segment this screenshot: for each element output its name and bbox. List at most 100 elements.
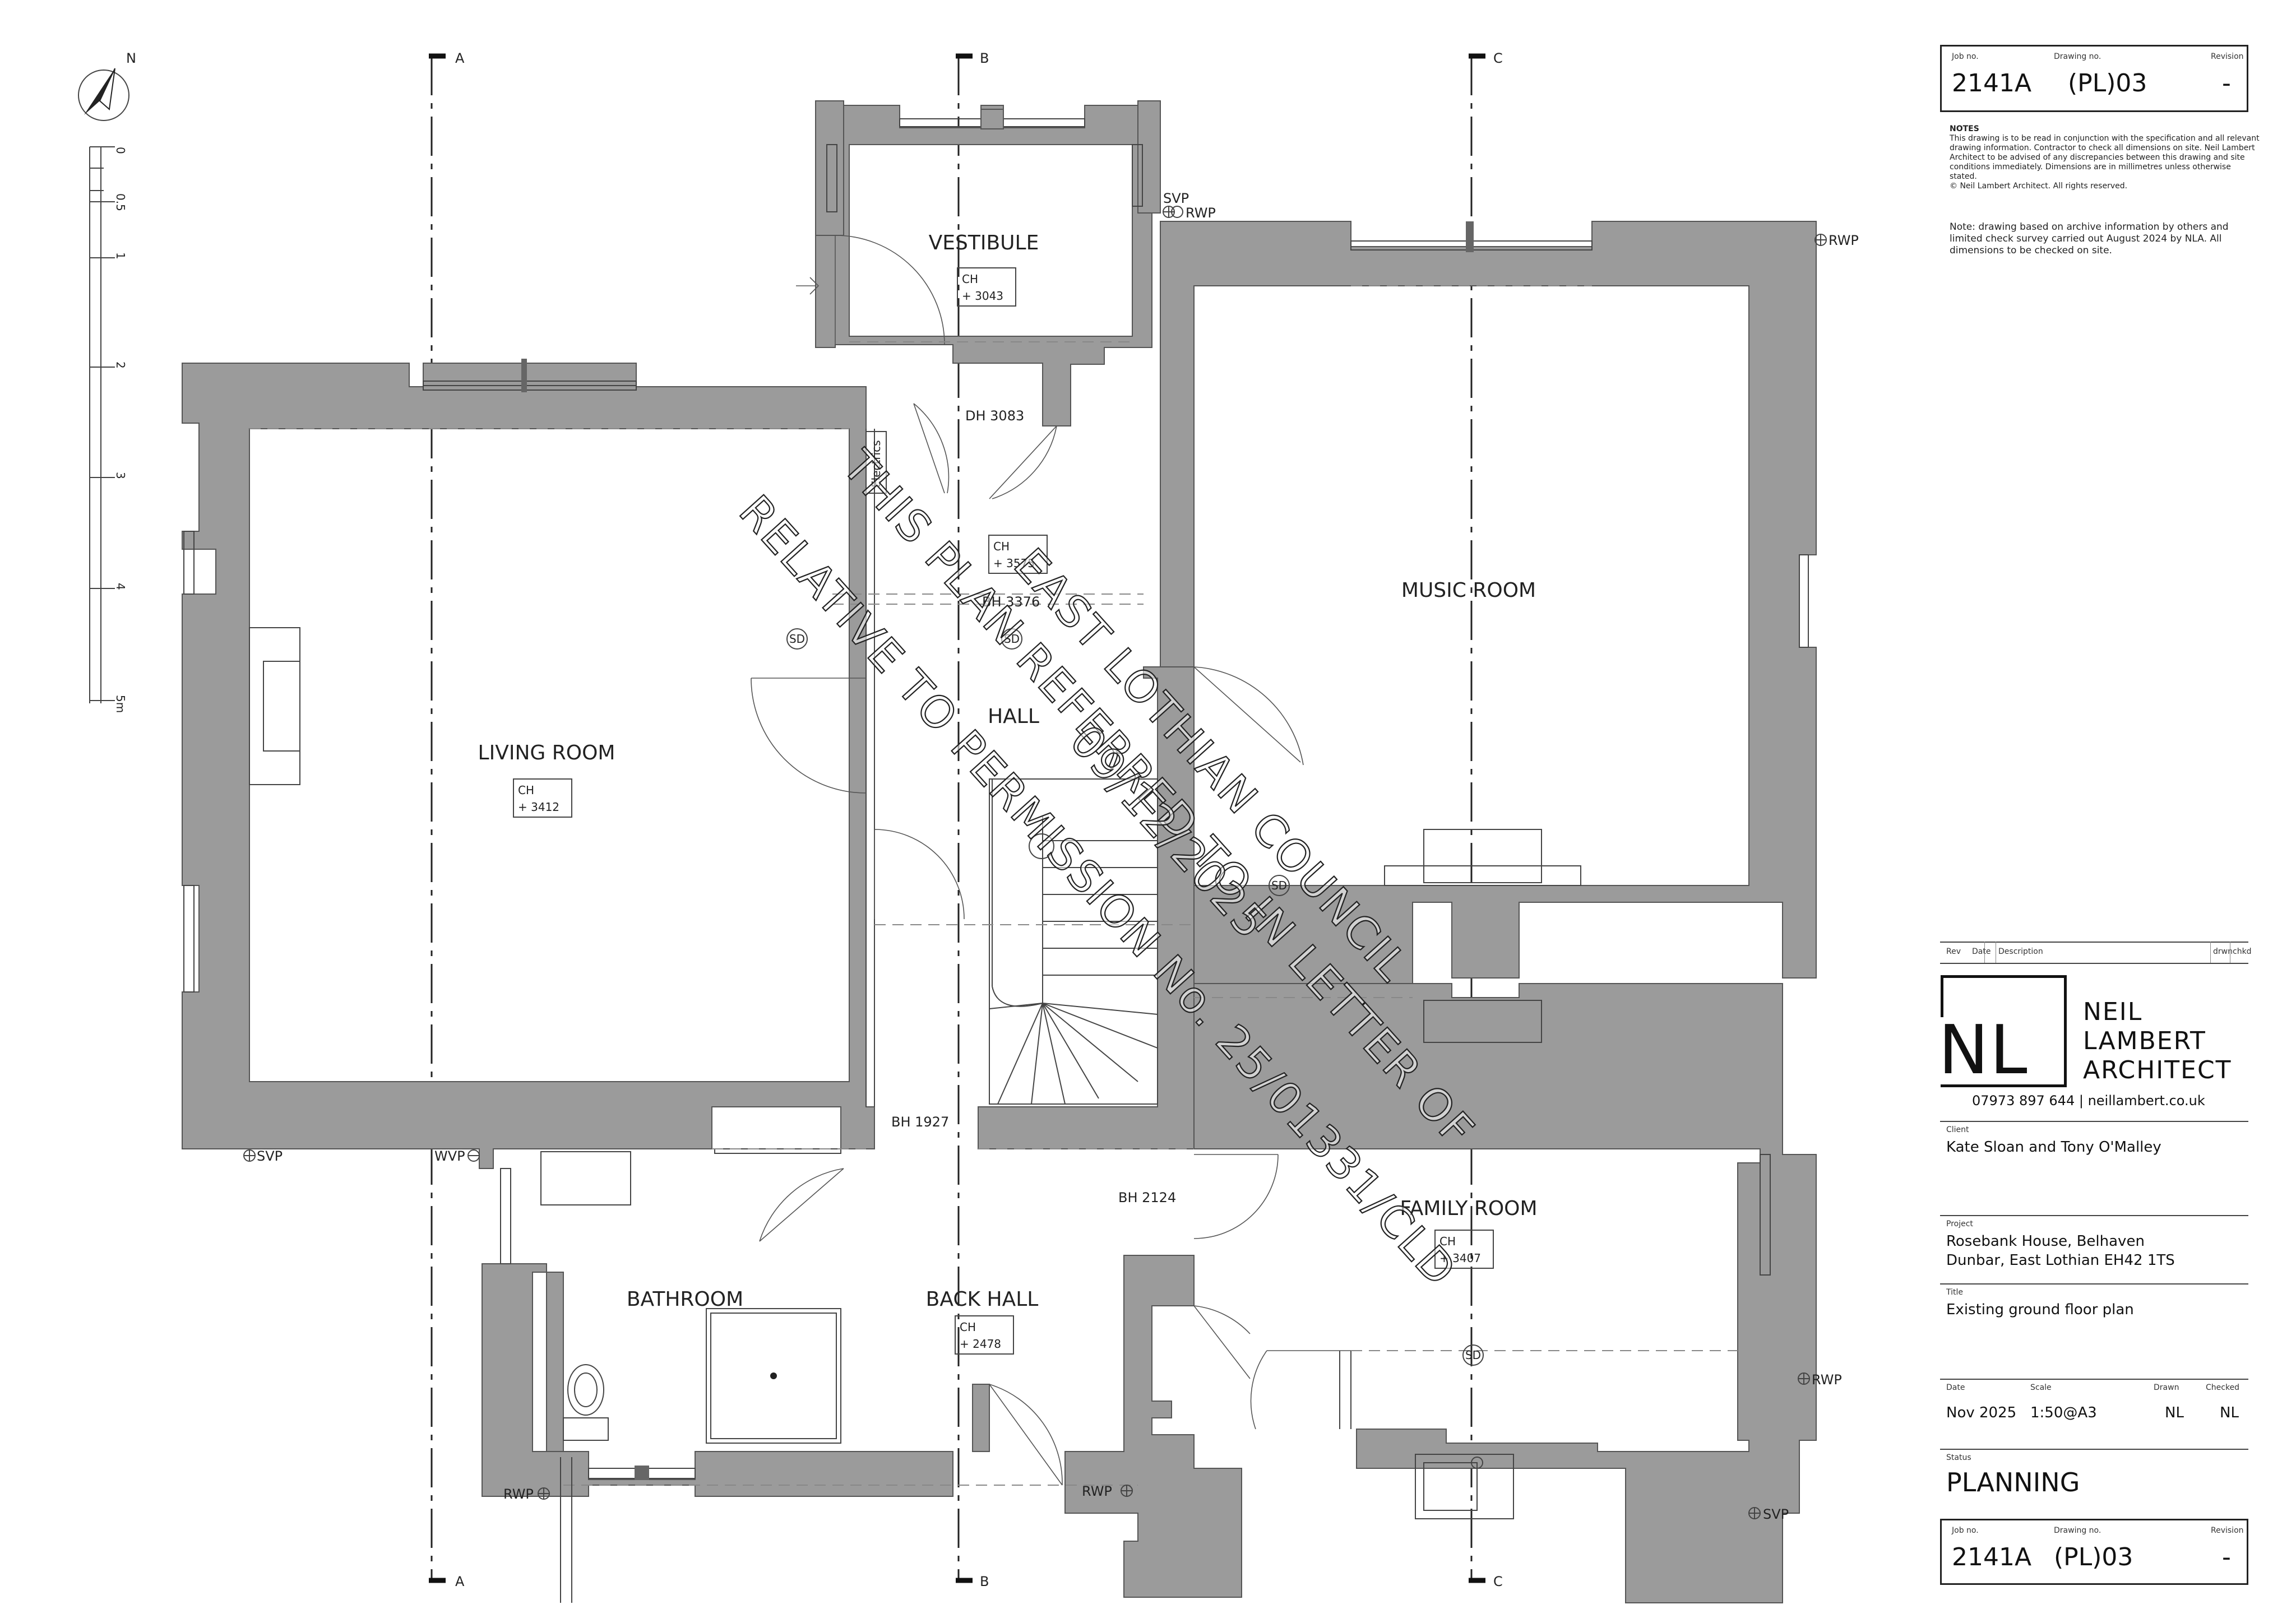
room-label-back-hall: BACK HALL [926, 1288, 1039, 1311]
client-label: Client [1946, 1125, 1969, 1134]
logo-initials: NL [1935, 1017, 2032, 1084]
electrics-label: Electrics [869, 440, 883, 488]
beam-height-family-label: BH 2124 [1118, 1190, 1176, 1205]
svg-text:RWP: RWP [503, 1486, 534, 1502]
smoke-detector-icon: SD [1269, 875, 1290, 896]
svp-marker: SVP [1748, 1506, 1789, 1522]
room-label-living-room: LIVING ROOM [478, 741, 615, 764]
issue-date: Nov 2025 [1946, 1404, 2017, 1421]
rwp-marker: RWP [1171, 205, 1216, 221]
smoke-detector-icon: SD [786, 628, 808, 650]
scale-2: 2 [114, 361, 127, 369]
drawing-no: (PL)03 [2068, 69, 2147, 98]
head-lines [249, 285, 1738, 1603]
checked-by: NL [2220, 1404, 2239, 1421]
svg-text:SVP: SVP [1163, 191, 1189, 206]
drawing-status: PLANNING [1946, 1467, 2080, 1497]
project-line-1: Rosebank House, Belhaven [1946, 1233, 2145, 1250]
drawing-scale: 1:50@A3 [2030, 1404, 2097, 1421]
survey-note: Note: drawing based on archive informati… [1950, 221, 2229, 256]
svp-marker: SVP [243, 1148, 283, 1164]
room-label-family-room: FAMILY ROOM [1400, 1197, 1537, 1220]
ceiling-height-tag: CH + 3043 [957, 267, 1016, 307]
scale-0: 0 [114, 147, 127, 154]
logo-name: NEIL LAMBERT ARCHITECT [2083, 998, 2232, 1084]
svg-text:WVP: WVP [434, 1148, 465, 1164]
revision-label: Revision [2211, 1526, 2244, 1535]
svg-text:SVP: SVP [1763, 1506, 1789, 1522]
ceiling-height-tag: CH + 3412 [513, 778, 572, 818]
project-label: Project [1946, 1219, 1973, 1228]
svg-text:SD: SD [1004, 632, 1020, 646]
scale-3: 3 [114, 472, 127, 479]
grid-a-top: A [455, 50, 465, 66]
checked-label: Checked [2206, 1383, 2240, 1392]
planning-approval-stamp: THIS PLAN REFERRED TO IN LETTER OF RELAT… [729, 440, 1485, 1297]
scale-1: 1 [114, 252, 127, 259]
status-label: Status [1946, 1453, 1971, 1462]
job-no-label: Job no. [1952, 1526, 1979, 1535]
svg-text:RWP: RWP [1186, 205, 1216, 221]
rwp-marker: RWP [503, 1486, 550, 1502]
svg-text:RWP: RWP [1829, 233, 1859, 248]
north-arrow-icon: N [78, 50, 136, 121]
drwn-col-label: drwn [2213, 947, 2233, 956]
svg-text:RWP: RWP [1082, 1483, 1112, 1499]
svg-text:+ 3043: + 3043 [962, 289, 1003, 303]
title-block: Job no. Drawing no. Revision 2141A (PL)0… [1906, 0, 2296, 1623]
svg-text:CH: CH [962, 272, 978, 286]
rwp-marker: RWP [1082, 1483, 1133, 1499]
svg-text:SD: SD [789, 632, 805, 646]
beam-height-hall-label: BH 3376 [982, 594, 1040, 610]
svg-text:RWP: RWP [1812, 1372, 1842, 1388]
svg-text:+ 2478: + 2478 [960, 1337, 1001, 1351]
grid-c-bottom: C [1493, 1574, 1503, 1589]
ceiling-height-tag: CH + 3575 [988, 535, 1048, 574]
ceiling-height-tag: CH + 3407 [1434, 1230, 1494, 1269]
grid-b-bottom: B [980, 1574, 989, 1589]
walls [182, 100, 1817, 1603]
drawing-title: Existing ground floor plan [1946, 1301, 2134, 1318]
rwp-marker: RWP [1798, 1372, 1842, 1388]
ceiling-height-tag: CH + 2478 [955, 1315, 1014, 1355]
svp-marker: SVP [1163, 191, 1189, 218]
rwp-marker: RWP [1814, 233, 1859, 248]
smoke-detector-icon: SD [1001, 628, 1022, 650]
scale-0-5: 0.5 [114, 193, 127, 211]
drawing-no-label: Drawing no. [2054, 52, 2101, 61]
grid-c-top: C [1493, 50, 1503, 66]
north-label: N [126, 50, 136, 66]
scale-label: Scale [2030, 1383, 2052, 1392]
svg-text:+ 3407: + 3407 [1439, 1251, 1481, 1265]
door-head-label: DH 3083 [965, 408, 1024, 424]
room-label-bathroom: BATHROOM [627, 1288, 743, 1311]
drawn-by: NL [2165, 1404, 2184, 1421]
job-header-box: Job no. Drawing no. Revision 2141A (PL)0… [1940, 45, 2248, 112]
rev-col-label: Rev [1946, 947, 1961, 956]
title-label: Title [1946, 1288, 1964, 1297]
grid-lines: A B C A B C [429, 50, 1503, 1589]
svg-text:+ 3412: + 3412 [518, 800, 559, 814]
svg-text:+ 3575: + 3575 [993, 557, 1035, 570]
room-label-music-room: MUSIC ROOM [1401, 579, 1536, 602]
room-label-hall: HALL [988, 705, 1039, 728]
svg-text:CH: CH [1439, 1235, 1456, 1248]
smoke-detector-icon: SD [1462, 1344, 1484, 1366]
room-label-vestibule: VESTIBULE [929, 231, 1039, 254]
staircase [989, 778, 1158, 1105]
job-footer-box: Job no. Drawing no. Revision 2141A (PL)0… [1940, 1519, 2248, 1585]
date-label: Date [1946, 1383, 1965, 1392]
grid-a-bottom: A [455, 1574, 465, 1589]
drawing-no: (PL)03 [2054, 1543, 2133, 1571]
notes-block: NOTES This drawing is to be read in conj… [1950, 124, 2260, 191]
svg-text:CH: CH [518, 783, 534, 797]
chkd-col-label: chkd [2233, 947, 2252, 956]
grid-b-top: B [980, 50, 989, 66]
svg-text:SVP: SVP [257, 1148, 283, 1164]
description-col-label: Description [1998, 947, 2043, 956]
wvp-marker: WVP [434, 1148, 480, 1164]
job-no-label: Job no. [1952, 52, 1979, 61]
revision: - [2222, 1543, 2231, 1571]
job-no: 2141A [1952, 1543, 2032, 1571]
drawing-no-label: Drawing no. [2054, 1526, 2101, 1535]
